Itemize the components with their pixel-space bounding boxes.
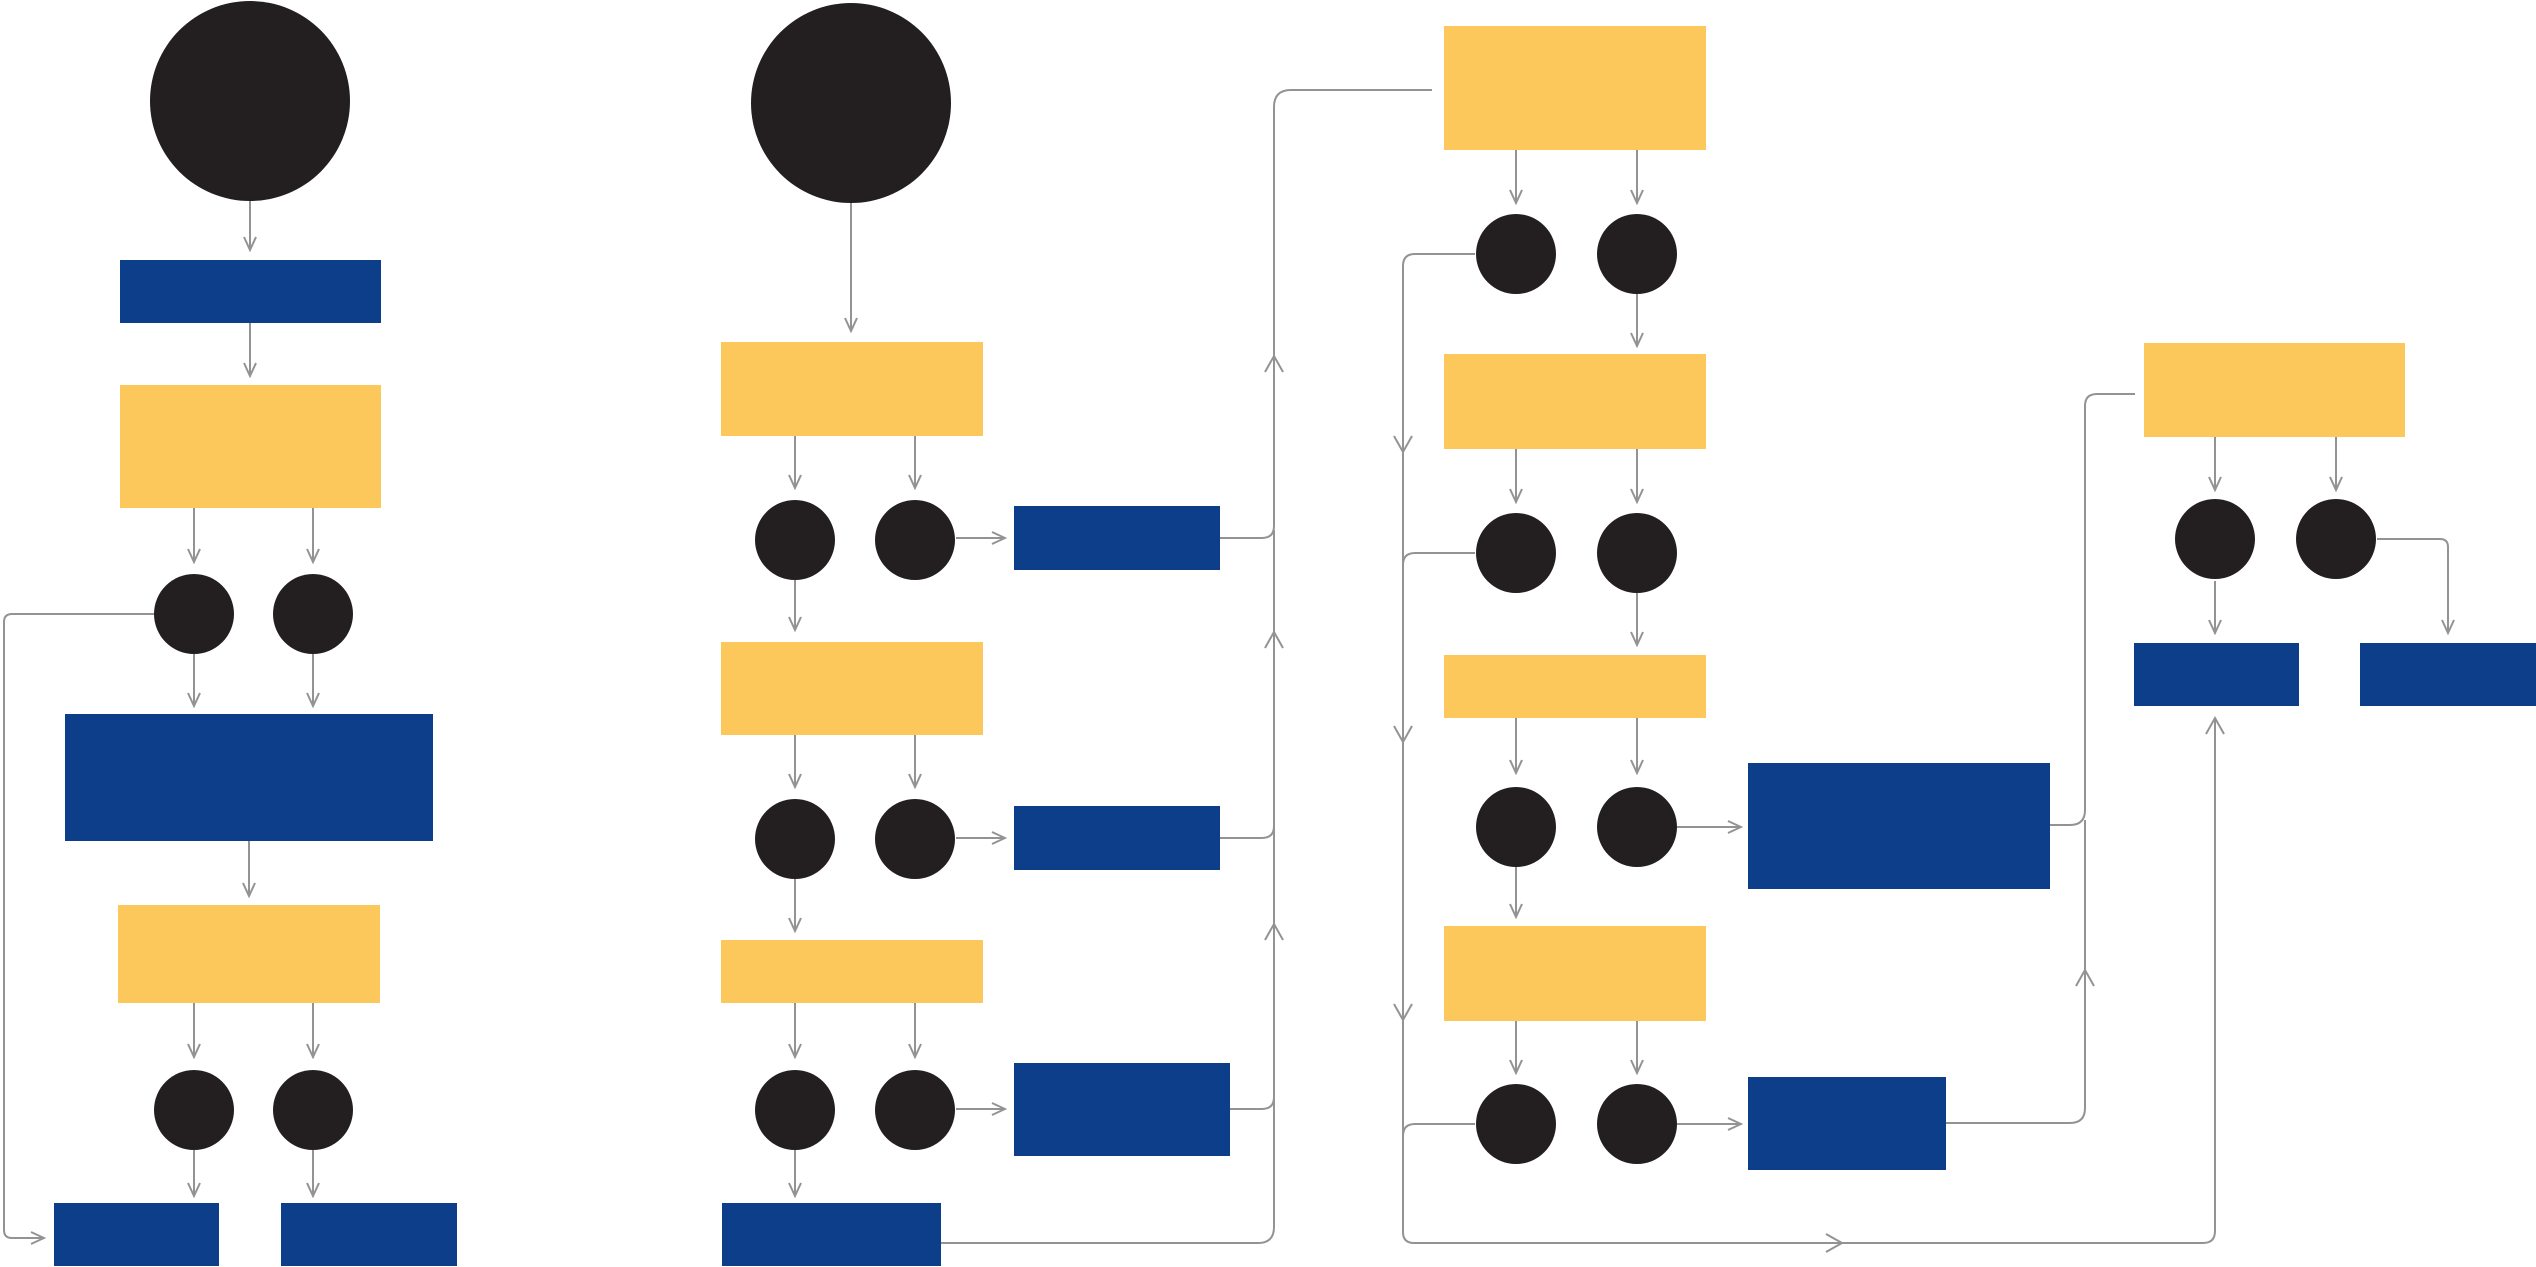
process-box [1444, 926, 1706, 1021]
output-box [1014, 506, 1220, 570]
decision-node [875, 1070, 955, 1150]
direction-markers [1264, 353, 2225, 1253]
up-chevron-icon [1264, 921, 1284, 941]
decision-node [273, 1070, 353, 1150]
up-chevron-icon [2205, 715, 2225, 735]
right-chevron-icon [1825, 1233, 1845, 1253]
process-box [1444, 655, 1706, 718]
up-chevron-icon [2075, 967, 2095, 987]
decision-nodes [154, 214, 2376, 1164]
process-box [2144, 343, 2405, 437]
connector [1402, 1123, 1475, 1137]
connector [1220, 89, 1432, 539]
output-box [1014, 806, 1220, 870]
decision-node [2175, 499, 2255, 579]
decision-node [1597, 513, 1677, 593]
output-boxes [54, 260, 2536, 1266]
decision-node [1476, 214, 1556, 294]
decision-node [273, 574, 353, 654]
output-box [1748, 1077, 1946, 1170]
connector [2377, 538, 2448, 633]
output-box [1748, 763, 2050, 889]
output-box [281, 1203, 457, 1266]
connector [2050, 393, 2135, 826]
connector [1220, 825, 1275, 839]
output-box [2360, 643, 2536, 706]
routing-lines [941, 89, 2216, 1244]
start-node [751, 3, 951, 203]
process-boxes [118, 26, 2405, 1021]
decision-node [1476, 513, 1556, 593]
decision-node [1597, 214, 1677, 294]
process-box [120, 385, 381, 508]
output-box [54, 1203, 219, 1266]
process-box [721, 642, 983, 735]
decision-node [755, 500, 835, 580]
connector [941, 530, 1275, 1244]
output-box [1014, 1063, 1230, 1156]
connector [3, 613, 154, 1238]
decision-node [875, 500, 955, 580]
down-chevron-icon [1393, 725, 1413, 745]
process-box [721, 940, 983, 1003]
connector [1230, 1096, 1275, 1110]
decision-node [755, 799, 835, 879]
decision-node [154, 1070, 234, 1150]
decision-node [1476, 1084, 1556, 1164]
start-node [150, 1, 350, 201]
decision-node [755, 1070, 835, 1150]
connector [1946, 820, 2086, 1124]
process-box [721, 342, 983, 436]
down-chevron-icon [1393, 1003, 1413, 1023]
up-chevron-icon [1264, 629, 1284, 649]
decision-node [2296, 499, 2376, 579]
output-box [722, 1203, 941, 1266]
connector-lines [3, 150, 2448, 1238]
decision-node [875, 799, 955, 879]
process-box [118, 905, 380, 1003]
output-box [2134, 643, 2299, 706]
decision-node [1597, 1084, 1677, 1164]
output-box [120, 260, 381, 323]
decision-node [1476, 787, 1556, 867]
decision-node [1597, 787, 1677, 867]
connector [1402, 552, 1475, 566]
decision-node [154, 574, 234, 654]
process-box [1444, 354, 1706, 449]
process-box [1444, 26, 1706, 150]
connector [1402, 253, 2216, 1244]
up-chevron-icon [1264, 353, 1284, 373]
output-box [65, 714, 433, 841]
down-chevron-icon [1393, 435, 1413, 455]
